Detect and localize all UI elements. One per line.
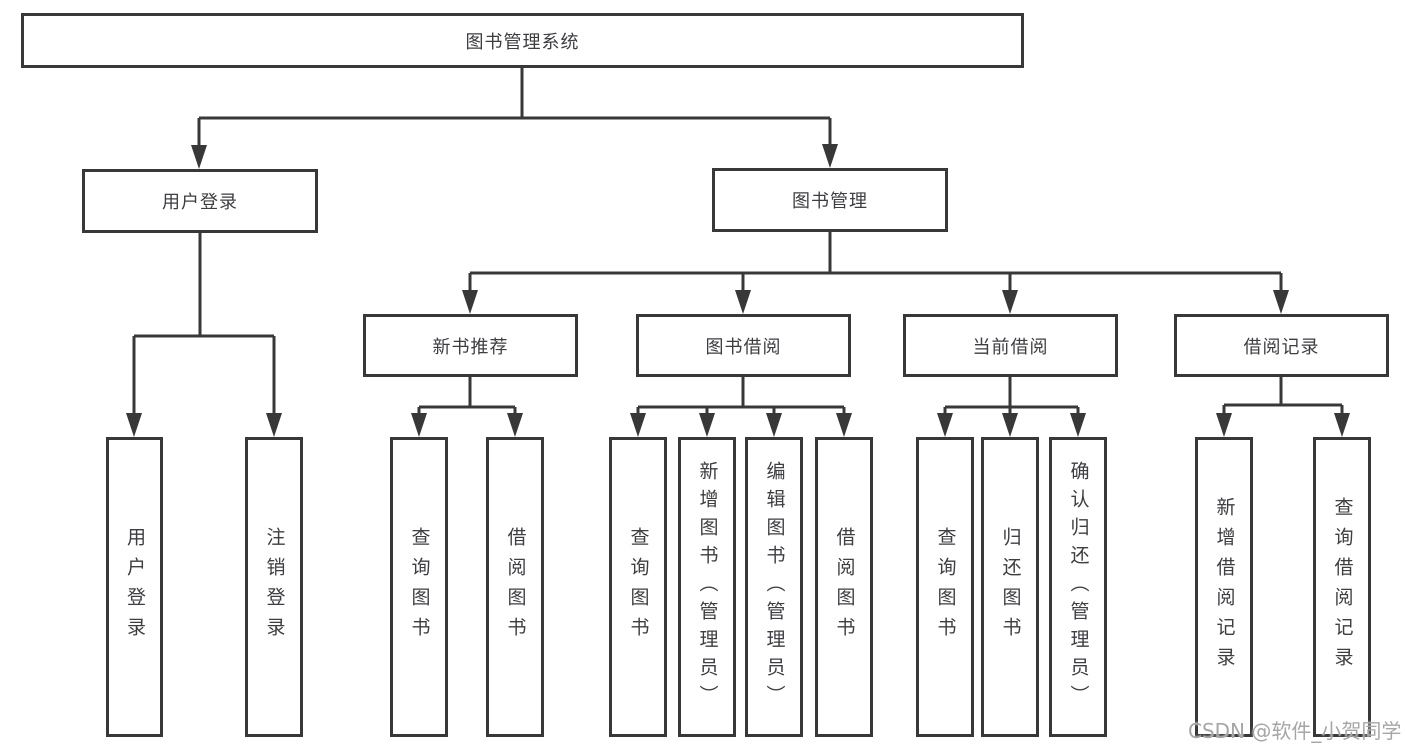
node-borrow-record: 借阅记录 <box>1174 314 1389 377</box>
leaf-query-book-2-label: 查询图书 <box>627 527 650 647</box>
arrow-down-icon <box>822 144 838 168</box>
leaf-query-book-1: 查询图书 <box>390 437 448 737</box>
connector-current-borrow-branch <box>943 377 1080 418</box>
arrow-down-icon <box>766 413 782 437</box>
arrow-down-icon <box>836 413 852 437</box>
leaf-query-borrow-record: 查询借阅记录 <box>1313 437 1371 737</box>
connector-user-login-branch <box>132 233 276 418</box>
arrowheads <box>126 144 1350 437</box>
leaf-edit-book-admin: 编辑图书（管理员） <box>745 437 803 737</box>
leaf-query-borrow-record-label: 查询借阅记录 <box>1331 497 1354 677</box>
connector-book-borrow-branch <box>636 377 846 418</box>
leaf-confirm-return-admin-label: 确认归还（管理员） <box>1067 461 1090 713</box>
node-root-label: 图书管理系统 <box>465 31 580 53</box>
arrow-down-icon <box>1002 290 1018 314</box>
node-book-management: 图书管理 <box>712 168 948 232</box>
node-borrow-record-label: 借阅记录 <box>1243 336 1320 358</box>
arrow-down-icon <box>507 413 523 437</box>
node-new-book-recommend-label: 新书推荐 <box>432 336 509 358</box>
leaf-add-borrow-record-label: 新增借阅记录 <box>1213 497 1236 677</box>
leaf-borrow-book-1: 借阅图书 <box>486 437 544 737</box>
leaf-borrow-book-2-label: 借阅图书 <box>833 527 856 647</box>
leaf-return-book: 归还图书 <box>981 437 1039 737</box>
connector-book-management-branch <box>468 232 1283 295</box>
leaf-borrow-book-2: 借阅图书 <box>815 437 873 737</box>
node-user-login: 用户登录 <box>82 169 318 233</box>
connector-new-book-branch <box>417 377 517 418</box>
arrow-down-icon <box>266 413 282 437</box>
leaf-user-login-label: 用户登录 <box>124 527 146 647</box>
arrow-down-icon <box>1334 413 1350 437</box>
connector-root-branch <box>197 67 832 150</box>
node-new-book-recommend: 新书推荐 <box>363 314 578 377</box>
leaf-add-borrow-record: 新增借阅记录 <box>1195 437 1253 737</box>
arrow-down-icon <box>937 413 953 437</box>
leaf-return-book-label: 归还图书 <box>999 527 1022 647</box>
leaf-query-book-3-label: 查询图书 <box>934 527 957 647</box>
leaf-edit-book-admin-label: 编辑图书（管理员） <box>763 461 786 713</box>
node-user-login-label: 用户登录 <box>162 192 238 213</box>
arrow-down-icon <box>126 413 142 437</box>
node-root: 图书管理系统 <box>21 13 1024 68</box>
leaf-borrow-book-1-label: 借阅图书 <box>504 527 527 647</box>
leaf-query-book-1-label: 查询图书 <box>408 527 431 647</box>
node-current-borrow-label: 当前借阅 <box>972 336 1049 358</box>
arrow-down-icon <box>1273 290 1289 314</box>
node-book-borrow-label: 图书借阅 <box>705 336 782 358</box>
arrow-down-icon <box>699 413 715 437</box>
arrow-down-icon <box>462 290 478 314</box>
node-book-borrow: 图书借阅 <box>636 314 851 377</box>
connector-segments <box>132 67 1344 418</box>
arrow-down-icon <box>1070 413 1086 437</box>
arrow-down-icon <box>630 413 646 437</box>
arrow-down-icon <box>735 290 751 314</box>
leaf-query-book-3: 查询图书 <box>916 437 974 737</box>
node-current-borrow: 当前借阅 <box>903 314 1118 377</box>
arrow-down-icon <box>191 145 207 169</box>
node-book-management-label: 图书管理 <box>792 191 868 212</box>
leaf-add-book-admin-label: 新增图书（管理员） <box>696 461 719 713</box>
leaf-logout-label: 注销登录 <box>263 527 286 647</box>
leaf-add-book-admin: 新增图书（管理员） <box>678 437 736 737</box>
arrow-down-icon <box>411 413 427 437</box>
leaf-confirm-return-admin: 确认归还（管理员） <box>1049 437 1107 737</box>
arrow-down-icon <box>1002 413 1018 437</box>
leaf-user-login: 用户登录 <box>106 437 163 737</box>
connector-borrow-record-branch <box>1222 377 1344 418</box>
csdn-watermark: CSDN @软件_小贺同学 <box>1188 719 1402 743</box>
leaf-logout: 注销登录 <box>245 437 303 737</box>
leaf-query-book-2: 查询图书 <box>609 437 667 737</box>
arrow-down-icon <box>1216 413 1232 437</box>
